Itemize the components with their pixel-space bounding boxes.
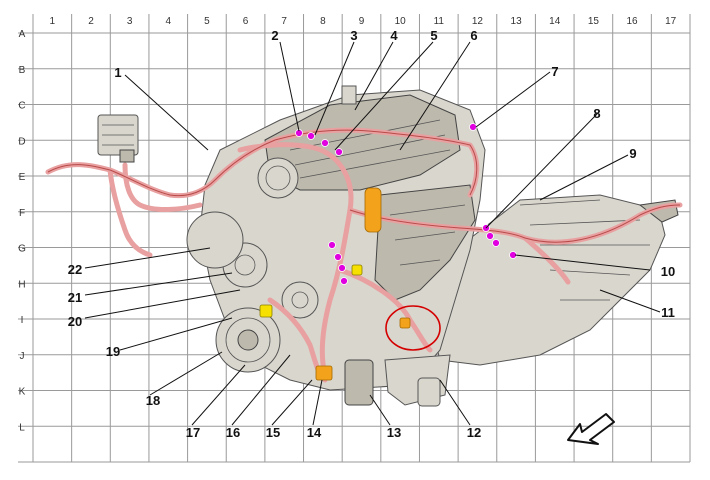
- callout-14: 14: [307, 425, 322, 440]
- grid-column-label: 17: [665, 16, 677, 27]
- callout-9: 9: [629, 146, 636, 161]
- grid-row-label: H: [18, 279, 25, 290]
- grid-column-label: 5: [204, 16, 210, 27]
- oil-filler-neck: [341, 85, 357, 105]
- callout-15: 15: [266, 425, 280, 440]
- callout-18: 18: [146, 393, 160, 408]
- grid-row-label: B: [19, 65, 26, 76]
- grid-row-label: G: [18, 244, 26, 255]
- callout-8: 8: [593, 106, 600, 121]
- callout-11: 11: [661, 305, 675, 320]
- grid-row-label: K: [19, 387, 26, 398]
- starter-motor: [344, 359, 374, 406]
- grid-column-label: 1: [50, 16, 56, 27]
- grid-row-label: A: [19, 29, 26, 40]
- connector-magenta: [492, 239, 500, 247]
- connector-magenta: [469, 123, 477, 131]
- grid-column-label: 10: [395, 16, 407, 27]
- throttle-body: [257, 157, 299, 199]
- connector-magenta: [334, 253, 342, 261]
- grid-column-label: 4: [165, 16, 171, 27]
- grid-column-label: 2: [88, 16, 94, 27]
- timing-cover: [186, 211, 244, 269]
- callout-19: 19: [106, 344, 120, 359]
- grid-row-label: L: [19, 422, 25, 433]
- direction-arrow-icon: [567, 413, 615, 445]
- callout-21: 21: [68, 290, 82, 305]
- connector-magenta: [328, 241, 336, 249]
- leader-lines: [84, 41, 661, 426]
- highlight-circle: [385, 305, 441, 351]
- grid-column-label: 8: [320, 16, 326, 27]
- grid-column-label: 3: [127, 16, 133, 27]
- grid-column-label: 7: [281, 16, 287, 27]
- oil-filter: [417, 377, 441, 407]
- engine-control-module: [97, 114, 139, 163]
- connector-orange: [364, 187, 382, 233]
- callout-20: 20: [68, 314, 82, 329]
- callout-17: 17: [186, 425, 200, 440]
- callout-4: 4: [390, 28, 398, 43]
- connector-orange: [399, 317, 411, 329]
- grid-row-label: D: [18, 136, 25, 147]
- grid-row-label: I: [21, 315, 24, 326]
- connector-magenta: [486, 232, 494, 240]
- grid-row-labels: A B C D E F G H I J K L: [18, 29, 26, 433]
- callout-10: 10: [661, 264, 675, 279]
- connector-orange: [315, 365, 333, 381]
- connector-magenta: [340, 277, 348, 285]
- connector-magenta: [307, 132, 315, 140]
- callout-2: 2: [271, 28, 278, 43]
- grid-column-label: 16: [626, 16, 638, 27]
- callout-12: 12: [467, 425, 481, 440]
- callout-1: 1: [114, 65, 121, 80]
- connector-yellow: [351, 264, 363, 276]
- connector-magenta: [338, 264, 346, 272]
- callout-labels: 1 2 3 4 5 6 7 8 9 10 11 12 13 14 15 16 1…: [68, 28, 675, 440]
- connector-magenta: [335, 148, 343, 156]
- grid-row-label: C: [18, 101, 25, 112]
- callout-13: 13: [387, 425, 401, 440]
- callout-5: 5: [430, 28, 437, 43]
- callout-3: 3: [350, 28, 357, 43]
- grid-column-label: 14: [549, 16, 561, 27]
- callout-16: 16: [226, 425, 240, 440]
- grid-column-label: 9: [359, 16, 365, 27]
- callout-7: 7: [551, 64, 558, 79]
- grid-column-label: 6: [243, 16, 249, 27]
- callout-22: 22: [68, 262, 82, 277]
- grid-row-label: J: [20, 351, 25, 362]
- connector-yellow: [259, 304, 273, 318]
- grid-row-label: E: [19, 172, 26, 183]
- callout-6: 6: [470, 28, 477, 43]
- water-pump-pulley: [281, 281, 319, 319]
- grid-row-label: F: [19, 208, 25, 219]
- grid-column-label: 11: [434, 16, 445, 27]
- grid-column-label: 15: [588, 16, 600, 27]
- grid-column-label: 13: [511, 16, 523, 27]
- connectors: [259, 123, 517, 381]
- grid-column-label: 12: [472, 16, 484, 27]
- connector-magenta: [321, 139, 329, 147]
